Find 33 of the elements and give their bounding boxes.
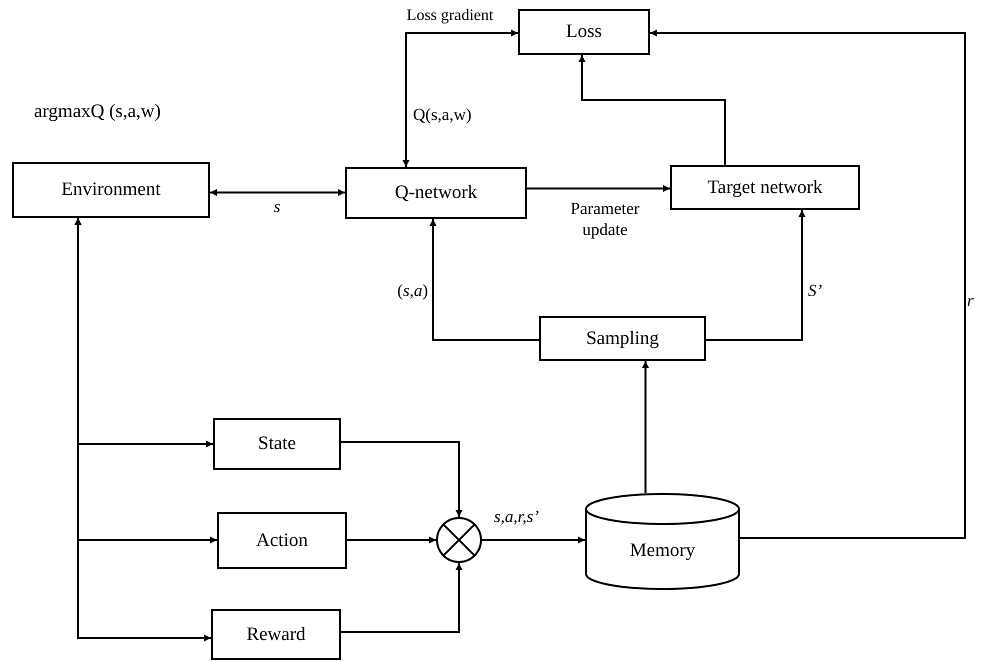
- arrow: [578, 55, 726, 165]
- edge-label: s,a,r,s’: [494, 506, 540, 528]
- process-box: Target network: [670, 165, 860, 210]
- process-box: Environment: [12, 162, 210, 218]
- arrow: [650, 30, 966, 539]
- edge-label: r: [967, 290, 975, 312]
- process-box: Q-network: [345, 167, 527, 219]
- process-box: State: [213, 418, 341, 470]
- arrow: [642, 361, 649, 493]
- process-box: Action: [217, 512, 347, 569]
- edge-label: Q(s,a,w): [413, 104, 473, 126]
- arrow: [706, 210, 806, 341]
- edge-label: Parameter update: [570, 198, 640, 240]
- arrow: [430, 219, 539, 341]
- arrow: [341, 441, 462, 517]
- process-box: Reward: [211, 609, 341, 660]
- arrow: [347, 536, 436, 544]
- node-label: Memory: [630, 539, 696, 564]
- arrow: [482, 536, 585, 544]
- edge-label: s: [272, 196, 282, 218]
- arrow: [210, 189, 345, 196]
- process-box: Loss: [518, 9, 650, 55]
- arrow: [341, 563, 462, 633]
- multiplier-circle: [436, 517, 482, 563]
- edge-label: (s,a): [396, 280, 428, 302]
- process-box: Sampling: [539, 316, 706, 361]
- arrow: [402, 30, 518, 167]
- arrow: [527, 185, 670, 192]
- arrow: [74, 218, 211, 642]
- node-caption: argmaxQ (s,a,w): [34, 100, 161, 124]
- annotation-label: Loss gradient: [406, 6, 494, 26]
- memory-cylinder: [585, 493, 740, 590]
- edge-label: S’: [808, 280, 824, 302]
